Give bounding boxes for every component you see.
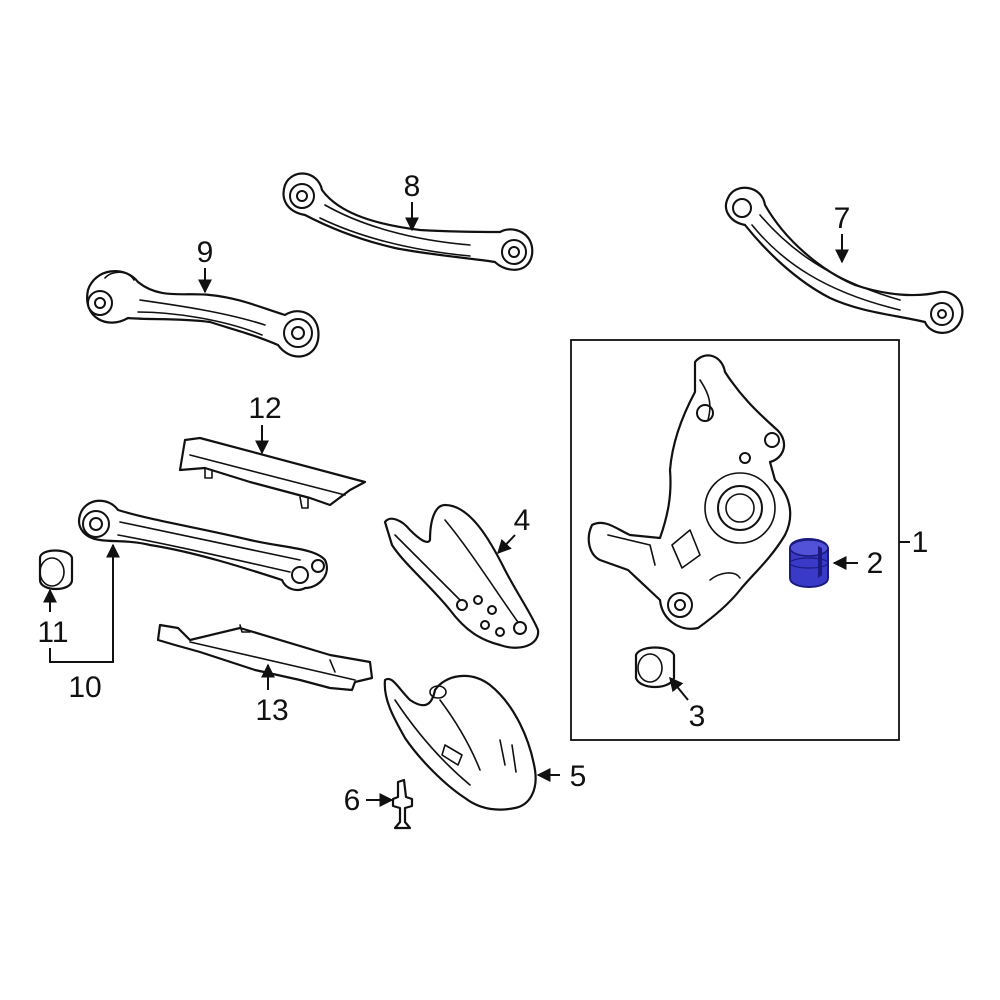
callout-13: 13 <box>255 663 289 727</box>
part-1-knuckle[interactable] <box>587 354 792 630</box>
svg-text:11: 11 <box>37 616 68 649</box>
callout-4: 4 <box>497 504 531 555</box>
svg-text:8: 8 <box>404 170 421 203</box>
part-2-bushing-highlighted[interactable] <box>789 538 829 588</box>
svg-text:10: 10 <box>68 671 101 704</box>
callout-3: 3 <box>669 676 706 733</box>
svg-text:1: 1 <box>912 526 929 559</box>
callout-12: 12 <box>248 392 282 455</box>
svg-text:5: 5 <box>570 760 587 793</box>
svg-text:3: 3 <box>689 700 706 733</box>
part-11-bushing[interactable] <box>38 549 74 591</box>
callout-11: 11 <box>37 588 69 649</box>
part-7-control-arm[interactable] <box>724 186 964 334</box>
callout-2: 2 <box>832 547 884 580</box>
part-5-spring-arm[interactable] <box>383 674 537 811</box>
callout-1: 1 <box>899 526 928 559</box>
svg-text:2: 2 <box>867 547 884 580</box>
svg-text:6: 6 <box>344 784 361 817</box>
callout-6: 6 <box>344 784 394 817</box>
part-4-spring-link[interactable] <box>383 503 540 649</box>
part-6-bolt[interactable] <box>391 778 414 830</box>
svg-text:12: 12 <box>248 392 281 425</box>
group-frame <box>570 339 900 741</box>
part-13-shield[interactable] <box>156 623 374 692</box>
part-3-bushing[interactable] <box>634 646 676 689</box>
callout-9: 9 <box>197 236 214 294</box>
part-9-control-arm[interactable] <box>86 270 320 358</box>
callout-7: 7 <box>834 202 851 264</box>
svg-text:9: 9 <box>197 236 214 269</box>
svg-text:7: 7 <box>834 202 851 235</box>
callout-8: 8 <box>404 170 421 232</box>
callout-10: 10 <box>49 543 120 704</box>
part-8-control-arm[interactable] <box>282 172 534 271</box>
callout-5: 5 <box>536 760 587 793</box>
part-12-shield[interactable] <box>178 436 367 509</box>
part-10-control-arm[interactable] <box>77 499 328 591</box>
svg-text:13: 13 <box>255 694 288 727</box>
svg-text:4: 4 <box>514 504 531 537</box>
